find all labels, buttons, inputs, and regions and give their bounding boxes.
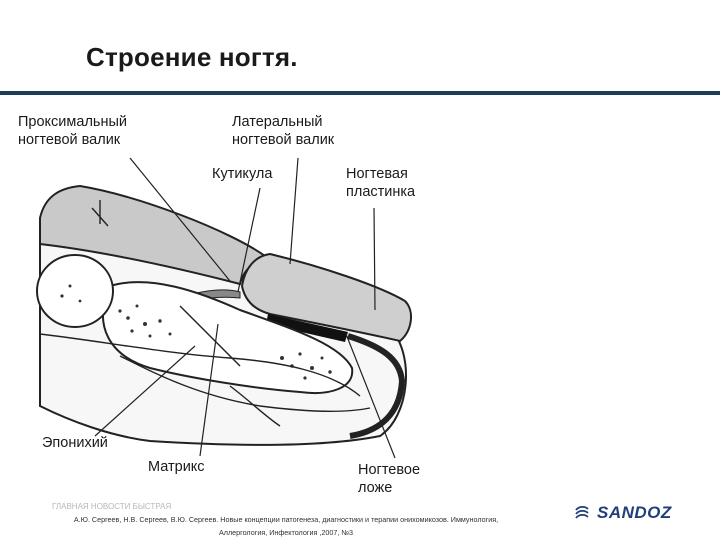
joint-capsule (36, 254, 114, 328)
nail-anatomy-diagram: Проксимальный ногтевой валик Латеральный… (18, 114, 420, 496)
footer-watermark: ГЛАВНАЯ НОВОСТИ БЫСТРАЯ (52, 502, 172, 511)
label-matrix: Матрикс (148, 459, 205, 475)
label-eponychium: Эпонихий (42, 435, 108, 451)
label-cuticle: Кутикула (212, 166, 273, 182)
brand-name: SANDOZ (597, 503, 672, 522)
title-divider (0, 91, 720, 95)
skin-crease (91, 200, 109, 227)
leader-lines (94, 157, 396, 459)
vessels (39, 305, 371, 427)
label-proximal-fold-line2: ногтевой валик (18, 132, 121, 148)
nail-bed-band (266, 314, 348, 342)
fingertip-skin (347, 333, 406, 439)
distal-phalanx-bone (102, 281, 354, 394)
label-lateral-fold-line2: ногтевой валик (232, 132, 335, 148)
citation-line1: А.Ю. Сергеев, Н.В. Сергеев, В.Ю. Сергеев… (73, 515, 499, 524)
label-lateral-fold-line1: Латеральный (232, 114, 322, 130)
label-nail-plate-line2: пластинка (346, 184, 416, 200)
nail-plate (240, 252, 412, 343)
slide-title: Строение ногтя. (86, 42, 298, 72)
sandoz-swirl-icon (575, 505, 589, 519)
citation-line2: Аллергология, Инфектология ,2007, №3 (218, 528, 354, 537)
label-proximal-fold-line1: Проксимальный (18, 114, 127, 130)
label-nail-bed-line2: ложе (358, 480, 392, 496)
label-nail-bed-line1: Ногтевое (358, 462, 420, 478)
citation: А.Ю. Сергеев, Н.В. Сергеев, В.Ю. Сергеев… (16, 513, 556, 539)
brand-logo: SANDOZ (573, 503, 672, 523)
label-nail-plate-line1: Ногтевая (346, 166, 408, 182)
